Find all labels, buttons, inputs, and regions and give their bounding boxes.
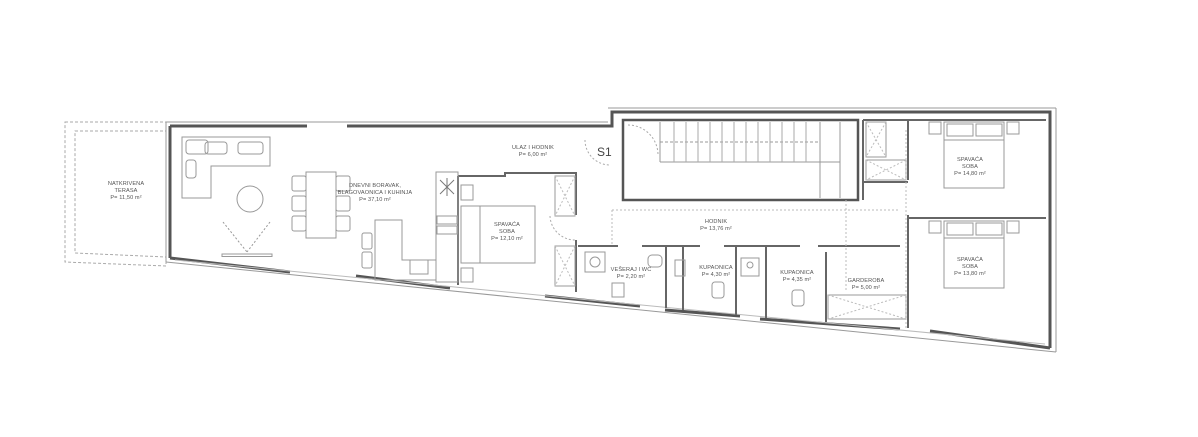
room-name: DNEVNI BORAVAK, [349, 183, 401, 189]
room-name: ULAZ I HODNIK [511, 145, 555, 151]
room-name: SOBA [962, 164, 978, 170]
room-area: P= 12,10 m² [491, 236, 523, 242]
room-area: P= 2,20 m² [616, 274, 646, 280]
room-area: P= 6,00 m² [518, 152, 548, 158]
room-name: GARDEROBA [847, 278, 885, 284]
exterior-thin [165, 107, 1057, 353]
room-name: SPAVAĆA [957, 257, 983, 263]
room-area: P= 13,80 m² [954, 271, 986, 277]
room-name: TERASA [114, 188, 138, 194]
room-name: NATKRIVENA [107, 181, 145, 187]
room-name: KUPAONICA [699, 265, 733, 271]
living-furniture [181, 136, 459, 283]
room-name: VEŠERAJ I WC [610, 267, 652, 273]
room-name: HODNIK [704, 219, 728, 225]
room-label-bath2: KUPAONICA P= 4,35 m² [780, 270, 813, 284]
room-label-terrace: NATKRIVENA TERASA P= 11,50 m² [108, 181, 144, 202]
room-name: BLAGOVAONICA I KUHINJA [337, 190, 413, 196]
room-label-living: DNEVNI BORAVAK, BLAGOVAONICA I KUHINJA P… [338, 183, 413, 204]
hall-guides [611, 130, 907, 330]
room-area: P= 37,10 m² [359, 197, 391, 203]
room-name: SOBA [962, 264, 978, 270]
room-label-wardrobe: GARDEROBA P= 5,00 m² [848, 278, 885, 292]
room-name: SOBA [499, 229, 515, 235]
room-label-wc: VEŠERAJ I WC P= 2,20 m² [611, 267, 652, 281]
room-area: P= 13,76 m² [700, 226, 732, 232]
room-label-entry: ULAZ I HODNIK P= 6,00 m² [512, 145, 554, 159]
room-label-bedroom1: SPAVAĆA SOBA P= 12,10 m² [491, 222, 523, 243]
room-label-bedroom3: SPAVAĆA SOBA P= 13,80 m² [954, 257, 986, 278]
room-area: P= 5,00 m² [851, 285, 881, 291]
room-name: SPAVAĆA [494, 222, 520, 228]
room-name: SPAVAĆA [957, 157, 983, 163]
room-label-bath1: KUPAONICA P= 4,30 m² [699, 265, 732, 279]
room-label-hallway: HODNIK P= 13,76 m² [700, 219, 732, 233]
stair-marker: S1 [597, 145, 612, 159]
stair-core [584, 118, 860, 202]
room-area: P= 14,80 m² [954, 171, 986, 177]
bedroom1-furniture [460, 175, 576, 287]
room-area: P= 4,30 m² [701, 272, 731, 278]
room-name: KUPAONICA [780, 270, 814, 276]
room-area: P= 11,50 m² [110, 195, 142, 201]
room-area: P= 4,35 m² [782, 277, 812, 283]
bathroom-fixtures [584, 251, 805, 307]
room-label-bedroom2: SPAVAĆA SOBA P= 14,80 m² [954, 157, 986, 178]
